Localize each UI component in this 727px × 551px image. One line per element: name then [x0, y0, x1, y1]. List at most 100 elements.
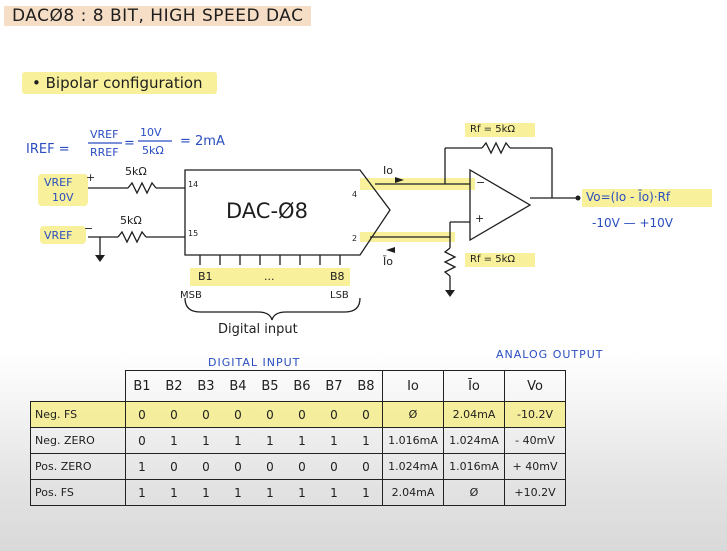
bit-cell: 0	[350, 453, 383, 480]
vo-cell: +10.2V	[504, 479, 566, 506]
table-analog-header: ANALOG OUTPUT	[496, 348, 604, 361]
col-header-io: Io	[382, 370, 444, 402]
bit-cell: 1	[190, 427, 222, 454]
pin14-label: 14	[188, 180, 199, 189]
r-top-label: 5kΩ	[125, 165, 147, 178]
formula-frac1-den: RREF	[90, 146, 119, 159]
bit-dots: ...	[264, 270, 275, 283]
bit-cell: 1	[254, 427, 286, 454]
section-heading: • Bipolar configuration	[22, 72, 217, 94]
formula-eq: =	[124, 136, 135, 151]
bit-cell: 1	[318, 427, 350, 454]
bit-cell: 1	[222, 479, 254, 506]
formula-frac2-den: 5kΩ	[142, 144, 164, 157]
bit-cell: 1	[318, 479, 350, 506]
bit-cell: 0	[190, 453, 222, 480]
bit-cell: 0	[125, 427, 158, 454]
bit-cell: 1	[350, 427, 383, 454]
row-label: Neg. ZERO	[30, 427, 126, 454]
chip-label: DAC-Ø8	[226, 199, 308, 223]
bit-cell: 1	[254, 479, 286, 506]
row-label: Pos. FS	[30, 479, 126, 506]
pin15-label: 15	[188, 229, 199, 238]
bit-cell: 0	[318, 453, 350, 480]
io-bar-cell: 1.024mA	[443, 427, 505, 454]
table-corner	[30, 370, 126, 402]
vref-minus-label: VREF	[44, 229, 73, 242]
table-row: Pos. FS 1 1 1 1 1 1 1 1 2.04mA Ø +10.2V	[30, 479, 566, 506]
io-bar-cell: 1.016mA	[443, 453, 505, 480]
opamp-plus: +	[475, 212, 485, 225]
vo-cell: - 40mV	[504, 427, 566, 454]
bit-cell: 0	[286, 453, 318, 480]
io-bar-cell: Ø	[443, 479, 505, 506]
lsb-label: LSB	[330, 290, 349, 301]
bit-cell: 1	[125, 479, 158, 506]
bit-cell: 1	[222, 427, 254, 454]
bit-cell: 0	[254, 401, 286, 428]
bit-cell: 1	[350, 479, 383, 506]
table-row: Neg. ZERO 0 1 1 1 1 1 1 1 1.016mA 1.024m…	[30, 427, 566, 454]
bit-cell: 1	[286, 479, 318, 506]
truth-table: B1 B2 B3 B4 B5 B6 B7 B8 Io Īo Vo Neg. FS…	[30, 370, 566, 506]
col-header-b7: B7	[318, 370, 350, 402]
row-label: Neg. FS	[30, 401, 126, 428]
table-row: Neg. FS 0 0 0 0 0 0 0 0 Ø 2.04mA -10.2V	[30, 401, 566, 428]
bit-b1-label: B1	[198, 270, 213, 283]
formula-frac2-num: 10V	[140, 126, 162, 139]
bit-cell: 1	[190, 479, 222, 506]
vo-cell: + 40mV	[504, 453, 566, 480]
bit-cell: 0	[318, 401, 350, 428]
col-header-b5: B5	[254, 370, 286, 402]
bit-cell: 1	[158, 427, 190, 454]
col-header-b2: B2	[158, 370, 190, 402]
io-bar-label: Īo	[383, 255, 393, 268]
table-digital-header: DIGITAL INPUT	[208, 356, 301, 369]
vref-plus-label: VREF	[44, 176, 73, 189]
vref-minus-sign: −	[84, 222, 94, 235]
vo-formula: Vo=(Io - Īo)·Rf	[586, 190, 671, 204]
io-bar-cell: 2.04mA	[443, 401, 505, 428]
bit-b8-label: B8	[330, 270, 345, 283]
bit-cell: 1	[158, 479, 190, 506]
bit-cell: 0	[222, 401, 254, 428]
opamp-minus: −	[476, 176, 486, 189]
io-cell: Ø	[382, 401, 444, 428]
col-header-b4: B4	[222, 370, 254, 402]
io-cell: 1.024mA	[382, 453, 444, 480]
col-header-b3: B3	[190, 370, 222, 402]
rf-bottom-label: Rf = 5kΩ	[470, 254, 515, 265]
bit-cell: 1	[125, 453, 158, 480]
bit-cell: 0	[158, 401, 190, 428]
io-cell: 2.04mA	[382, 479, 444, 506]
vref-value: 10V	[52, 191, 74, 204]
col-header-io-bar: Īo	[443, 370, 505, 402]
pin2-label: 2	[352, 234, 358, 243]
row-label: Pos. ZERO	[30, 453, 126, 480]
bit-cell: 1	[286, 427, 318, 454]
bit-cell: 0	[125, 401, 158, 428]
bit-cell: 0	[350, 401, 383, 428]
col-header-b1: B1	[125, 370, 158, 402]
formula-result: = 2mA	[180, 134, 225, 149]
io-label: Io	[383, 164, 393, 177]
page-title: DACØ8 : 8 BIT, HIGH SPEED DAC	[4, 6, 312, 26]
vo-range: -10V — +10V	[592, 216, 673, 230]
rf-top-label: Rf = 5kΩ	[470, 124, 515, 135]
msb-label: MSB	[180, 290, 202, 301]
table-row: Pos. ZERO 1 0 0 0 0 0 0 0 1.024mA 1.016m…	[30, 453, 566, 480]
col-header-b8: B8	[350, 370, 383, 402]
bit-cell: 0	[190, 401, 222, 428]
bit-cell: 0	[222, 453, 254, 480]
vo-cell: -10.2V	[504, 401, 566, 428]
formula-lhs: IREF =	[26, 142, 70, 157]
col-header-vo: Vo	[504, 370, 566, 402]
bit-cell: 0	[158, 453, 190, 480]
formula-frac1-num: VREF	[90, 128, 119, 141]
pin4-label: 4	[352, 190, 358, 199]
digital-input-caption: Digital input	[218, 322, 298, 337]
bit-cell: 0	[286, 401, 318, 428]
vref-plus-sign: +	[86, 171, 96, 184]
r-bottom-label: 5kΩ	[120, 214, 142, 227]
